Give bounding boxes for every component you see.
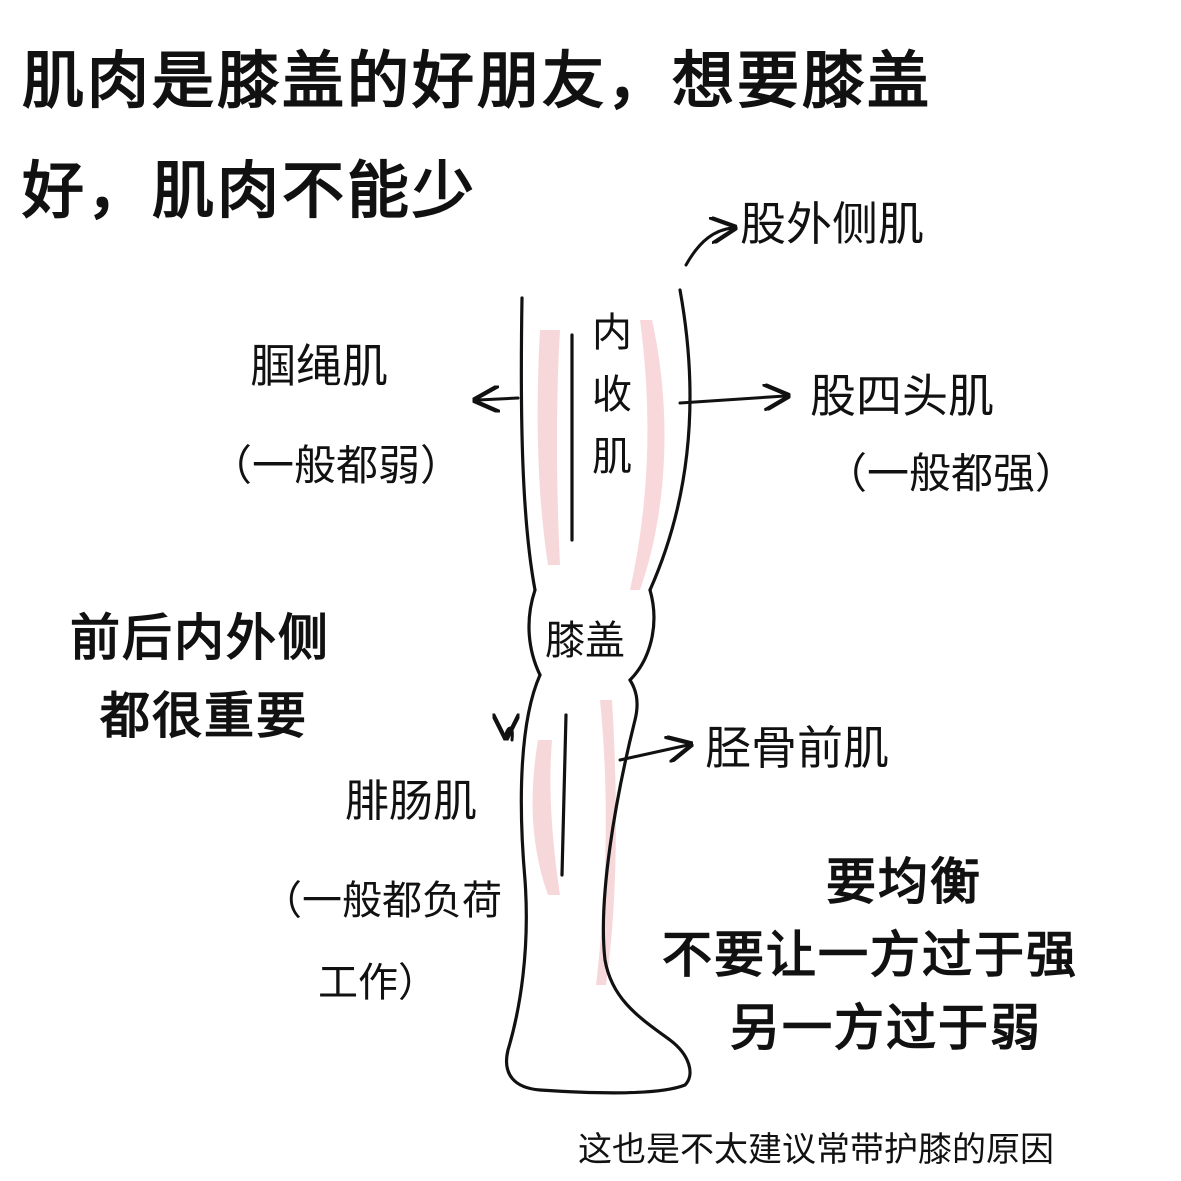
balance-note-line-3: 另一方过于弱 [730,999,1042,1057]
tibialis-shading [596,700,616,985]
back-of-shin-line [505,673,692,1095]
calf-note-line-1: （一般都负荷 [262,878,502,924]
balance-note-line-1: 要均衡 [826,853,982,911]
title-line-1: 肌肉是膝盖的好朋友，想要膝盖 [22,44,933,117]
vastus-arrow [684,228,732,267]
knee-outline-left [527,588,542,677]
calf-inner-line [560,713,568,877]
quadriceps-note: （一般都强） [825,449,1078,498]
arrows [478,228,785,760]
hamstring-arrow [478,398,520,400]
all-sides-note-line-2: 都很重要 [100,687,308,745]
hamstring-note: （一般都弱） [210,441,463,490]
calf-note-line-2: 工作） [318,960,438,1006]
balance-note-line-2: 不要让一方过于强 [662,926,1078,984]
title-line-2: 好，肌肉不能少 [22,154,478,227]
footer-note: 这也是不太建议常带护膝的原因 [578,1130,1054,1170]
calf-shading [532,740,560,895]
leg-outline [505,288,692,1095]
hamstring-shading [537,330,560,565]
quadriceps-label: 股四头肌 [810,369,994,423]
adductor-label-char-2: 收 [592,372,632,418]
knee-outline-right [628,588,656,682]
tibialis-arrow [618,745,688,760]
vastus-lateralis-label: 股外侧肌 [740,197,924,251]
tibialis-label: 胫骨前肌 [705,721,889,775]
hamstring-label: 腘绳肌 [250,339,388,393]
all-sides-note-line-1: 前后内外侧 [70,609,330,667]
calf-arrow [506,728,512,742]
muscle-shading [532,320,665,985]
adductor-label-char-1: 内 [592,310,632,356]
front-of-thigh-line [648,288,692,592]
calf-label: 腓肠肌 [345,776,477,827]
adductor-label-char-3: 肌 [592,434,632,480]
knee-label: 膝盖 [545,618,625,664]
back-of-thigh-line [519,296,537,592]
quadriceps-arrow [678,396,785,403]
quadriceps-shading [630,320,665,590]
